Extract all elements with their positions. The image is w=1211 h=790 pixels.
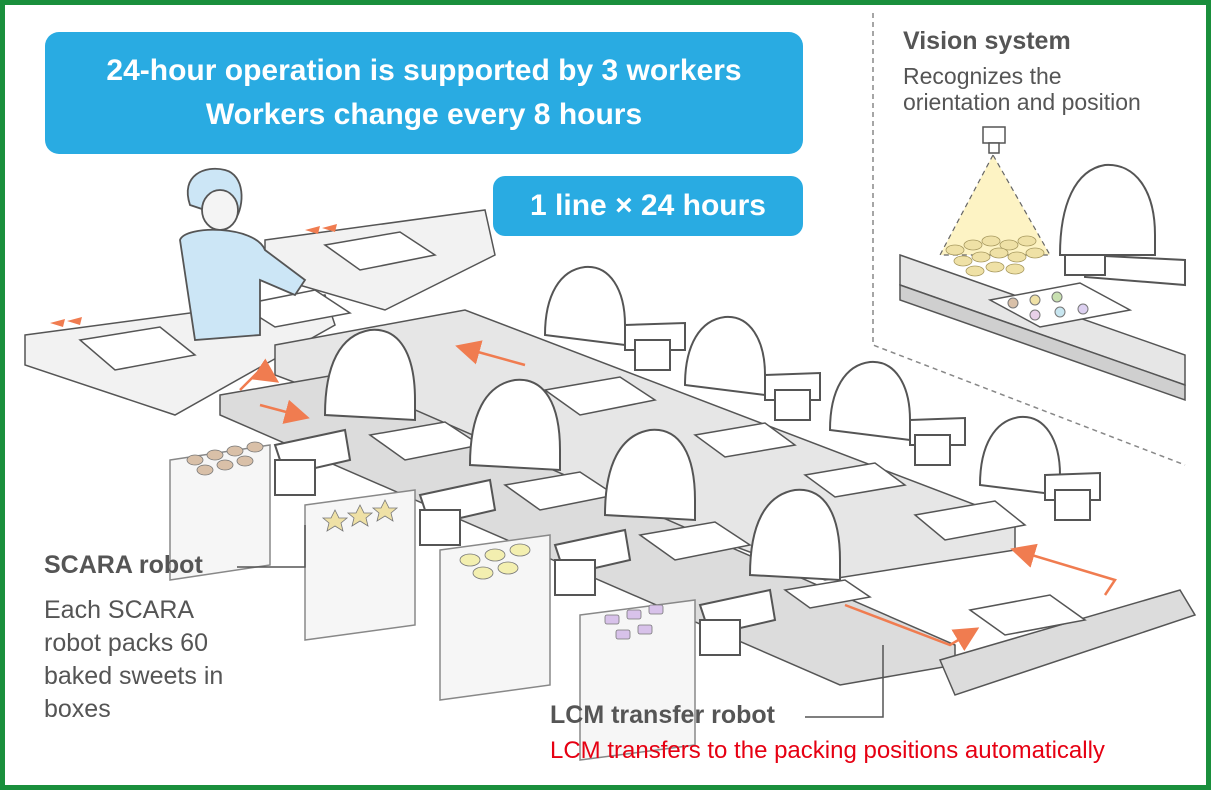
factory-scene — [24, 13, 1197, 761]
scara-robot — [683, 315, 821, 421]
scara-robot — [828, 360, 966, 466]
banner-line-2: Workers change every 8 hours — [205, 98, 643, 131]
vision-inset-border — [872, 13, 1186, 466]
scara-robot — [273, 328, 416, 496]
scara-desc-line-4: boxes — [44, 695, 111, 723]
vision-sweets-pile — [945, 235, 1045, 277]
scara-desc-line-2: robot packs 60 — [44, 629, 208, 657]
worker-figure — [179, 167, 307, 341]
inset-box-sweets — [1007, 291, 1089, 321]
scara-desc-line-1: Each SCARA — [44, 596, 195, 624]
scara-robot — [698, 488, 841, 656]
scara-robot — [418, 378, 561, 546]
vision-system-title: Vision system — [903, 27, 1071, 55]
line-hours-badge: 1 line × 24 hours — [493, 176, 803, 236]
packing-trays — [368, 376, 1087, 636]
bin-sweets — [186, 441, 664, 640]
scara-robot — [1058, 163, 1186, 287]
left-trays — [78, 231, 437, 371]
vision-desc-line-1: Recognizes the — [903, 63, 1062, 89]
lcm-rail — [938, 589, 1197, 696]
banner-line-1: 24-hour operation is supported by 3 work… — [106, 54, 742, 87]
scara-robot-description: Each SCARA robot packs 60 baked sweets i… — [44, 594, 259, 726]
label-leader-lines — [237, 525, 884, 718]
conveyor-direction-arrows — [50, 224, 337, 327]
lcm-transfer-description: LCM transfers to the packing positions a… — [550, 737, 1105, 764]
vision-system-description: Recognizes the orientation and position — [903, 63, 1203, 115]
vision-desc-line-2: orientation and position — [903, 89, 1141, 115]
flow-arrow — [239, 340, 1117, 652]
inset-conveyor — [899, 253, 1186, 402]
scara-robot — [553, 428, 696, 596]
scara-robot-title: SCARA robot — [44, 551, 203, 579]
lcm-transfer-robot-title: LCM transfer robot — [550, 701, 775, 729]
scara-robot — [978, 415, 1101, 521]
scara-robot — [543, 265, 686, 371]
camera-icon — [939, 126, 1052, 256]
worker-shift-banner: 24-hour operation is supported by 3 work… — [45, 32, 803, 154]
scara-desc-line-3: baked sweets in — [44, 662, 224, 690]
